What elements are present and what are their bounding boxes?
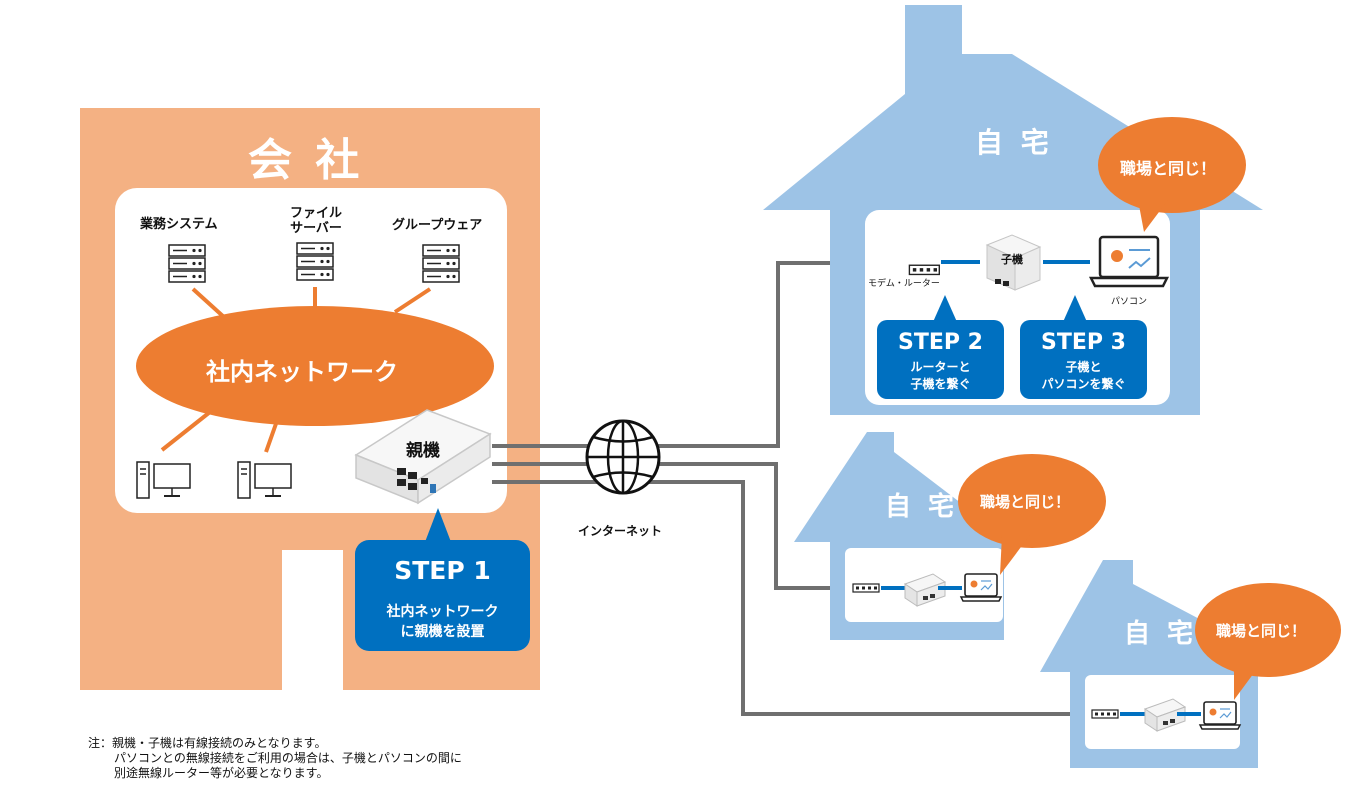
child-device-label: 子機 xyxy=(1001,253,1023,266)
home-main-bubble xyxy=(1098,117,1246,213)
modem-router-icon xyxy=(908,264,940,276)
footnote-line2: パソコンとの無線接続をご利用の場合は、子機とパソコンの間に xyxy=(114,751,462,765)
home3-bubble xyxy=(1195,583,1341,677)
laptop-icon-3 xyxy=(1199,701,1241,730)
modem-router-icon-2 xyxy=(852,583,880,593)
step2-line1: ルーターと xyxy=(910,360,971,374)
server-icon-business-system xyxy=(168,244,206,283)
step1-desc-line1: 社内ネットワーク xyxy=(386,604,499,620)
step1-title: STEP 1 xyxy=(394,556,491,585)
home3-title: 自 宅 xyxy=(1124,619,1198,649)
footnote: 注：親機・子機は有線接続のみとなります。 パソコンとの無線接続をご利用の場合は、… xyxy=(88,736,462,781)
step1-desc-line2: に親機を設置 xyxy=(400,624,485,640)
parent-device-label: 親機 xyxy=(406,441,440,461)
laptop-icon-2 xyxy=(960,573,1002,602)
footnote-line3: 別途無線ルーター等が必要となります。 xyxy=(114,766,329,780)
parent-device-icon xyxy=(354,409,492,505)
pc-label: パソコン xyxy=(1111,297,1148,307)
label-groupware: グループウェア xyxy=(392,218,483,233)
office-title: 会 社 xyxy=(248,135,364,186)
step3-line2: パソコンを繋ぐ xyxy=(1041,377,1126,391)
step2-line2: 子機を繋ぐ xyxy=(910,377,971,391)
modem-router-label: モデム・ルーター xyxy=(868,279,940,289)
step3-title: STEP 3 xyxy=(1041,330,1126,355)
step1-box xyxy=(355,540,530,651)
laptop-icon-main xyxy=(1088,235,1170,288)
internet-label: インターネット xyxy=(578,524,663,538)
label-file-server: ファイル サーバー xyxy=(289,206,342,236)
modem-router-icon-3 xyxy=(1091,709,1119,719)
home-main-bubble-text: 職場と同じ！ xyxy=(1120,159,1217,178)
home-main-title: 自 宅 xyxy=(975,126,1053,159)
home3-bubble-text: 職場と同じ！ xyxy=(1216,622,1307,640)
label-business-system: 業務システム xyxy=(140,217,218,232)
server-icon-groupware xyxy=(422,244,460,283)
step2-box xyxy=(877,320,1004,399)
server-icon-file-server xyxy=(296,242,334,281)
home2-bubble-text: 職場と同じ！ xyxy=(980,493,1071,511)
step3-line1: 子機と xyxy=(1065,360,1102,374)
office-network-ellipse xyxy=(136,306,494,426)
footnote-line1: 注：親機・子機は有線接続のみとなります。 xyxy=(88,736,327,750)
home2-title: 自 宅 xyxy=(885,492,959,522)
step3-box xyxy=(1020,320,1147,399)
step2-title: STEP 2 xyxy=(898,330,983,355)
home2-bubble xyxy=(958,454,1106,548)
office-network-label: 社内ネットワーク xyxy=(206,358,398,386)
child-device-icon xyxy=(985,234,1042,291)
internet-globe-icon xyxy=(585,419,661,495)
